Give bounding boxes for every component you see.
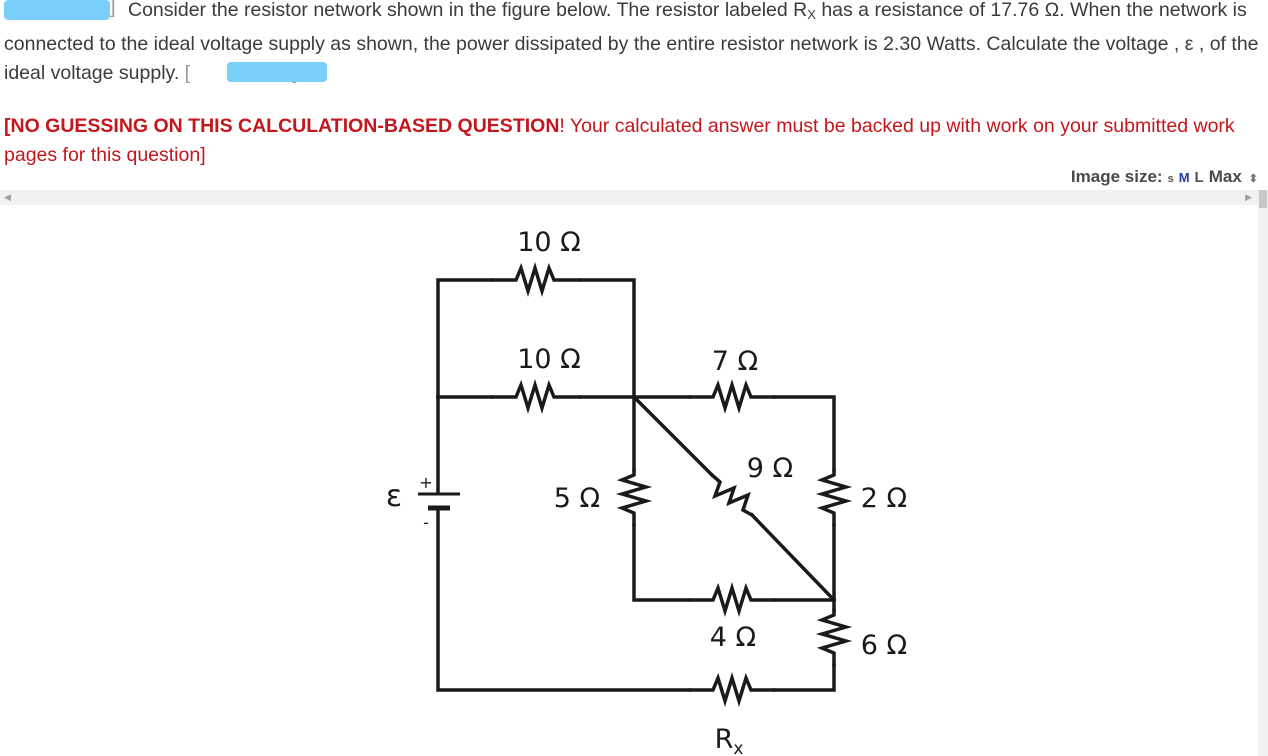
resistor-2 xyxy=(815,468,853,527)
label-r2: 2 Ω xyxy=(861,483,907,514)
warning-text: [NO GUESSING ON THIS CALCULATION-BASED Q… xyxy=(4,112,1244,169)
label-rx-sub: x xyxy=(733,739,743,756)
label-rx-main: R xyxy=(715,724,734,755)
label-minus: - xyxy=(423,513,429,532)
label-r7: 7 Ω xyxy=(712,346,758,377)
wire-diag-bottom xyxy=(749,512,837,603)
wire-bottom xyxy=(436,510,692,692)
question-part1: Consider the resistor network shown in t… xyxy=(128,0,808,21)
image-size-option-m[interactable]: M xyxy=(1178,170,1190,185)
image-size-option-s[interactable]: s xyxy=(1167,173,1174,185)
resistor-7 xyxy=(688,378,776,415)
question-part2: has a resistance of 17.76 Ω. When the ne… xyxy=(4,0,1259,84)
resistor-4 xyxy=(688,581,776,618)
label-r10-mid: 10 Ω xyxy=(517,344,581,375)
resistor-5 xyxy=(615,468,653,527)
resistor-rx xyxy=(688,671,776,708)
wire-top-loop xyxy=(436,278,636,399)
label-r5: 5 Ω xyxy=(554,483,600,514)
horizontal-scrollbar[interactable]: ◀ ▶ xyxy=(0,190,1258,205)
label-plus: + xyxy=(419,473,432,492)
bracket-close-top: ] xyxy=(110,0,116,18)
image-size-option-max[interactable]: Max xyxy=(1208,167,1242,186)
question-subscript: X xyxy=(807,7,816,22)
circuit-diagram: 10 Ω 10 Ω 7 Ω 9 Ω 5 Ω 2 Ω 4 Ω 6 Ω Rx ε +… xyxy=(386,227,907,756)
vertical-scrollbar[interactable] xyxy=(1258,190,1268,756)
wire-diag-top xyxy=(631,394,715,478)
label-rx: Rx xyxy=(715,724,744,756)
scroll-right-icon[interactable]: ▶ xyxy=(1245,192,1252,202)
scroll-left-icon[interactable]: ◀ xyxy=(4,192,11,202)
spinner-icon[interactable]: ⬍ xyxy=(1248,173,1258,185)
label-r4: 4 Ω xyxy=(710,622,756,653)
resistor-6 xyxy=(815,608,853,667)
resistor-10-top xyxy=(490,261,582,298)
vertical-scroll-thumb[interactable] xyxy=(1259,190,1267,208)
warning-rest: ! Your calculated answer must be backed … xyxy=(4,115,1235,166)
answer-bracket-open: [ xyxy=(184,62,191,84)
redacted-answer-field[interactable] xyxy=(227,62,327,82)
label-r6: 6 Ω xyxy=(861,630,907,661)
image-size-control: Image size: s M L Max ⬍ xyxy=(1071,167,1258,187)
warning-bold: [NO GUESSING ON THIS CALCULATION-BASED Q… xyxy=(4,115,560,137)
image-size-label: Image size: xyxy=(1070,167,1163,186)
wire-6-bottom xyxy=(772,663,836,692)
wire-5-bottom xyxy=(632,523,692,602)
wire-7-right xyxy=(772,395,836,472)
resistor-10-mid xyxy=(490,378,582,415)
image-size-option-l[interactable]: L xyxy=(1194,169,1204,186)
label-r9: 9 Ω xyxy=(747,453,793,484)
question-text: Consider the resistor network shown in t… xyxy=(4,0,1266,89)
label-emf: ε xyxy=(386,479,402,514)
redacted-points-badge xyxy=(4,0,110,20)
resistor-9 xyxy=(709,472,755,518)
label-r10-top: 10 Ω xyxy=(517,227,581,258)
